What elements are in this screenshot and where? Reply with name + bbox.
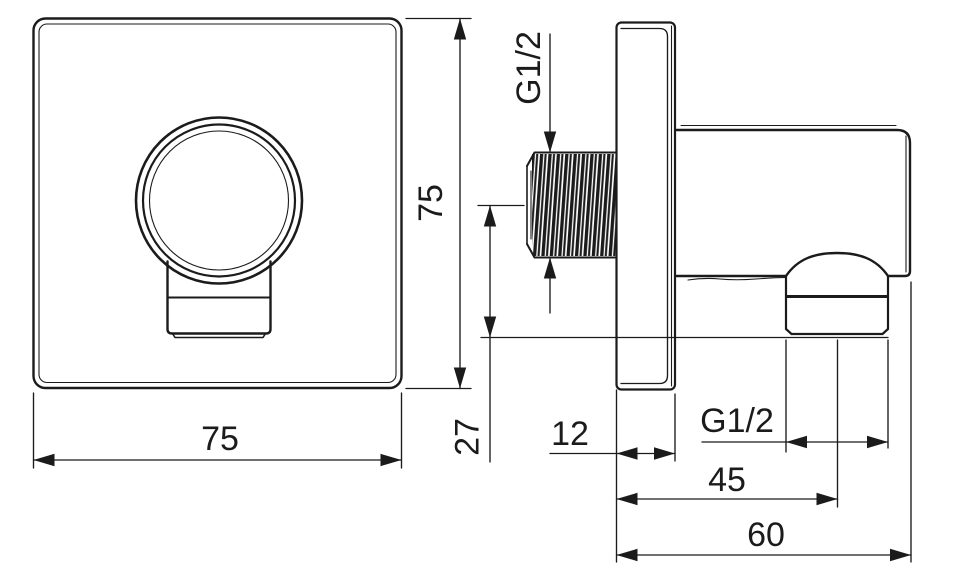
inlet-thread-hatch <box>532 154 616 256</box>
outlet-boss <box>784 274 890 336</box>
arrowhead-right <box>867 435 888 449</box>
front-view <box>32 17 403 390</box>
elbow-body-under-contour <box>687 276 787 281</box>
arrowhead-left <box>33 453 55 467</box>
dim-label-inlet-thread: G1/2 <box>510 31 548 105</box>
side-view <box>526 21 912 391</box>
arrowhead-down <box>453 367 467 389</box>
dim-front-width: 75 <box>32 420 403 467</box>
escutcheon-outline <box>615 21 677 391</box>
dim-total-depth: 60 <box>615 516 912 562</box>
dim-inlet-thread: G1/2 <box>510 31 557 314</box>
holder-bracket-outline <box>166 260 272 335</box>
dim-label-outlet-thread: G1/2 <box>700 402 774 440</box>
dim-label-front-width: 75 <box>201 420 239 458</box>
dim-axis-offset: 27 <box>449 204 497 463</box>
dim-outlet-center: 45 <box>615 461 839 506</box>
dim-label-rosette-depth: 12 <box>551 415 589 453</box>
extension-lines <box>32 17 912 563</box>
arrowhead-right <box>816 492 838 506</box>
arrowhead-left <box>616 447 638 460</box>
dim-label-axis-offset: 27 <box>449 418 487 456</box>
dim-rosette-depth: 12 <box>549 415 676 460</box>
holder-bracket-lip <box>171 332 267 339</box>
inlet-thread-bottom-edge <box>526 243 616 259</box>
front-plate-inner-edge <box>38 23 397 384</box>
escutcheon-plate <box>615 21 677 391</box>
escutcheon-inner-contour <box>620 27 669 385</box>
arrowhead-left <box>616 548 638 562</box>
holder-ring-middle-circle <box>141 123 297 278</box>
front-plate-outline <box>32 17 403 390</box>
dim-label-total-depth: 60 <box>747 516 785 554</box>
holder-bracket <box>166 260 272 339</box>
arrowhead-right <box>890 548 911 562</box>
arrowhead-down <box>483 316 497 338</box>
arrowhead-up <box>483 205 497 227</box>
dim-outlet-thread: G1/2 <box>700 402 889 449</box>
arrowhead-down <box>543 131 557 153</box>
arrowhead-left <box>616 492 638 506</box>
holder-ring-inner-circle <box>148 130 290 271</box>
elbow-body <box>674 124 912 281</box>
dim-label-front-height: 75 <box>412 184 450 222</box>
outlet-sides <box>784 274 890 336</box>
holder-ring-outer-circle <box>134 116 304 285</box>
dim-label-outlet-center: 45 <box>708 461 746 499</box>
holder-ring <box>134 116 304 285</box>
inlet-thread <box>526 151 616 259</box>
dimensions: 75 75 G1/2 27 12 <box>32 17 912 562</box>
arrowhead-up <box>453 18 467 40</box>
inlet-thread-top-edge <box>526 151 616 167</box>
arrowhead-up <box>543 257 557 279</box>
elbow-body-outline <box>674 128 912 278</box>
dim-front-height: 75 <box>412 17 467 390</box>
arrowhead-right <box>654 447 675 460</box>
arrowhead-left <box>786 435 807 449</box>
arrowhead-right <box>380 453 402 467</box>
